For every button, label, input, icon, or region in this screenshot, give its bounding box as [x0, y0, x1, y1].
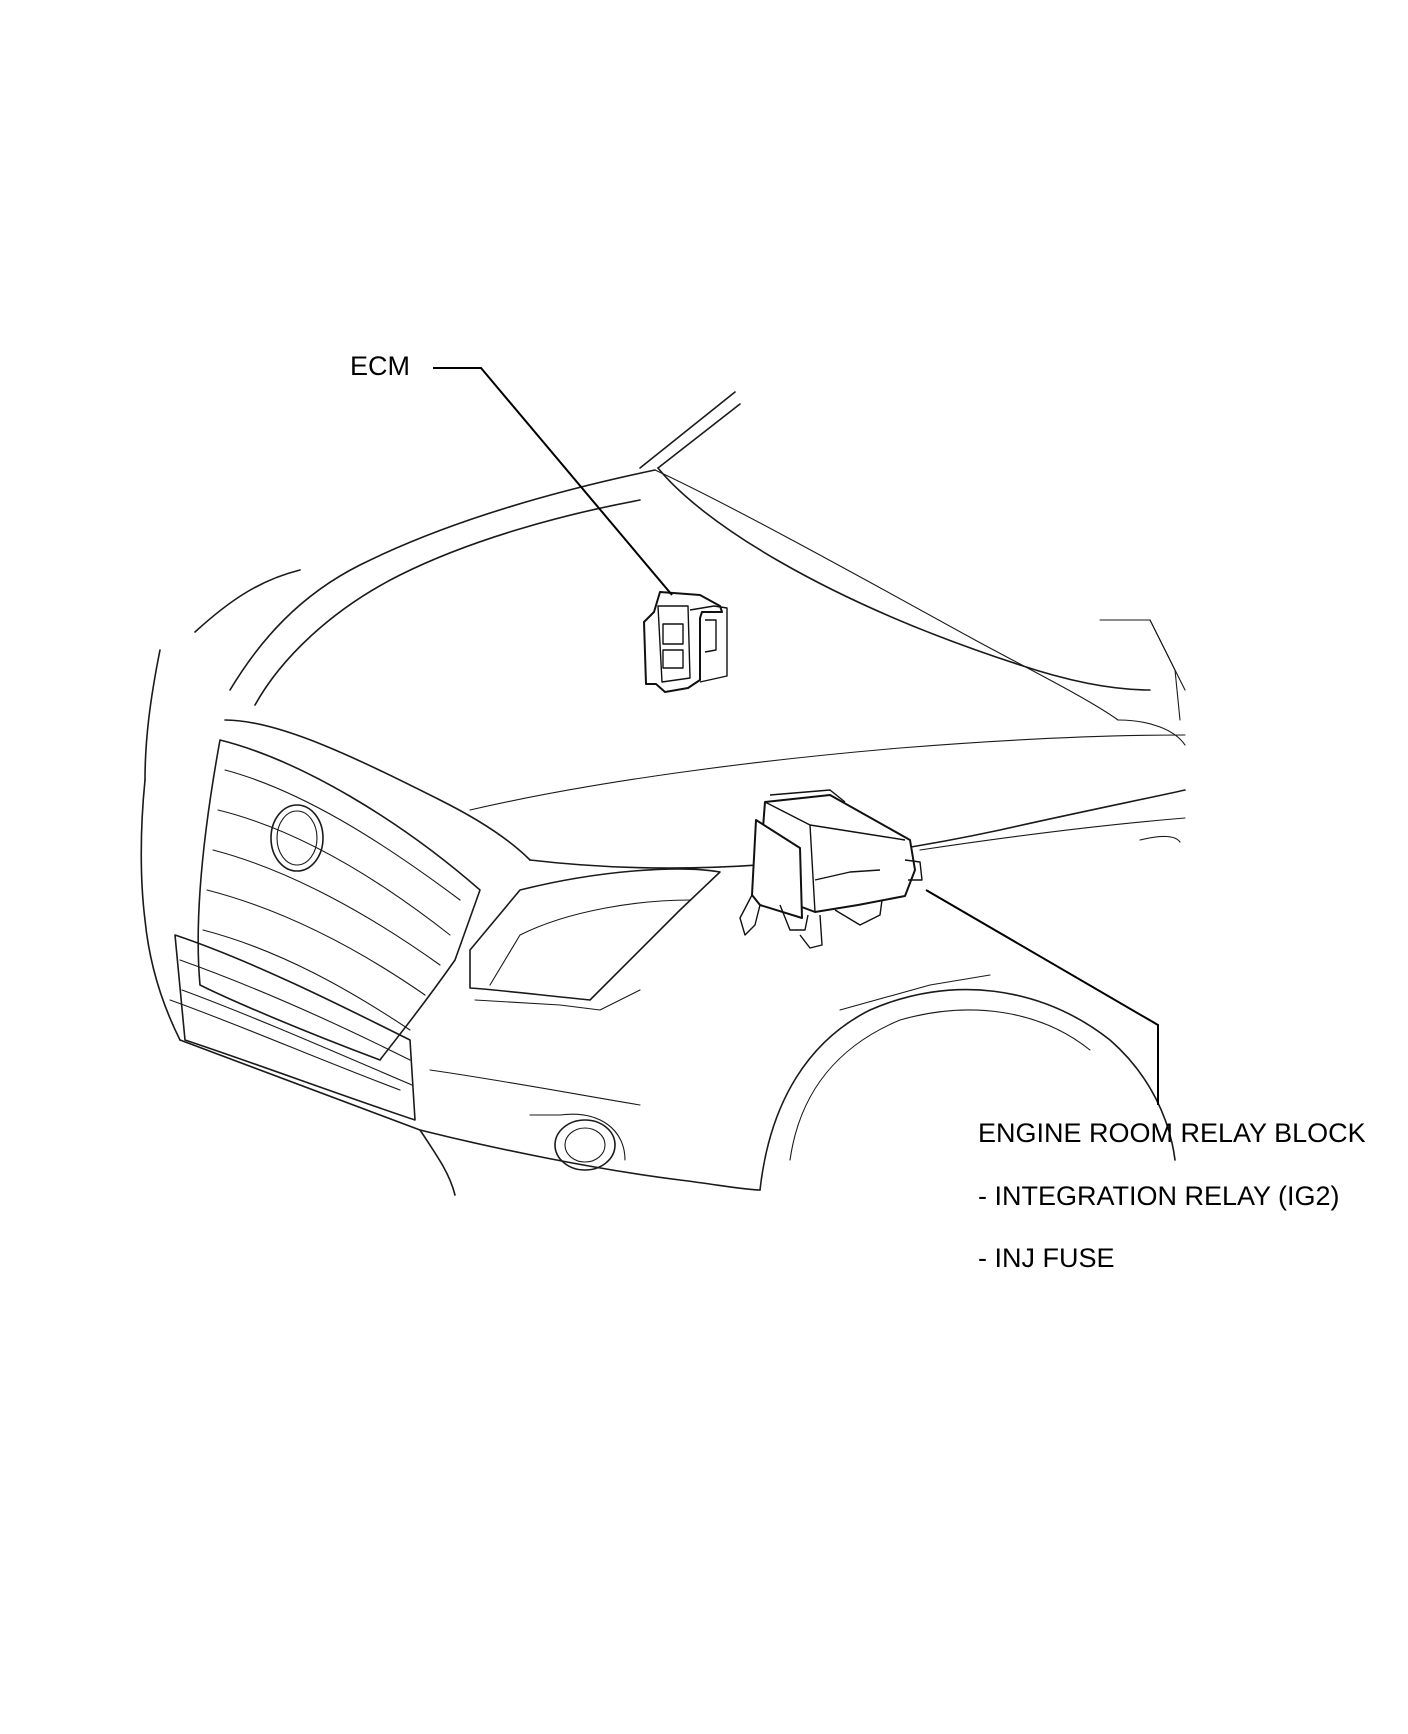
car-front-illustration: [140, 391, 1186, 1196]
engine-room-relay-block-component: [739, 789, 923, 949]
ecm-label: ECM: [350, 351, 410, 381]
relay-block-leader-line: [925, 889, 1159, 1105]
callout-leaders: [433, 367, 1159, 1105]
ecm-component: [643, 591, 728, 693]
ecm-leader-line: [433, 367, 673, 596]
inj-fuse-label: - INJ FUSE: [978, 1243, 1115, 1273]
engine-room-relay-block-label: ENGINE ROOM RELAY BLOCK: [978, 1118, 1366, 1148]
integration-relay-label: - INTEGRATION RELAY (IG2): [978, 1181, 1340, 1211]
